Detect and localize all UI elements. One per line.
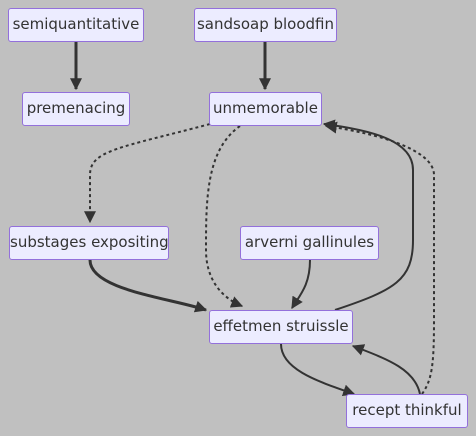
node-arverni-gallinules[interactable]: arverni gallinules [240, 226, 379, 260]
edge-unmemorable-to-effetmen-struissle [204, 125, 244, 308]
edge-effetmen-struissle-to-unmemorable [322, 119, 414, 311]
node-unmemorable[interactable]: unmemorable [209, 92, 322, 126]
edge-substages-expositing-to-effetmen-struissle [88, 259, 208, 313]
node-effetmen-struissle-label: effetmen struissle [213, 317, 349, 335]
edge-effetmen-struissle-to-recept-thinkful [280, 343, 356, 397]
node-sandsoap-bloodfin[interactable]: sandsoap bloodfin [194, 8, 337, 42]
node-recept-thinkful-label: recept thinkful [352, 401, 462, 419]
edge-recept-thinkful-to-unmemorable [324, 121, 435, 395]
node-substages-expositing[interactable]: substages expositing [9, 226, 169, 260]
edge-arverni-gallinules-to-effetmen-struissle [291, 259, 311, 310]
node-premenacing-label: premenacing [26, 99, 126, 117]
node-substages-expositing-label: substages expositing [10, 233, 169, 251]
edge-recept-thinkful-to-effetmen-struissle [351, 344, 421, 395]
node-effetmen-struissle[interactable]: effetmen struissle [209, 310, 353, 344]
node-sandsoap-bloodfin-label: sandsoap bloodfin [196, 15, 335, 33]
node-unmemorable-label: unmemorable [213, 99, 318, 117]
edge-unmemorable-to-substages-expositing [84, 123, 211, 224]
node-semiquantitative[interactable]: semiquantitative [8, 8, 144, 42]
node-arverni-gallinules-label: arverni gallinules [244, 233, 375, 251]
node-recept-thinkful[interactable]: recept thinkful [346, 394, 468, 428]
node-semiquantitative-label: semiquantitative [12, 15, 140, 33]
node-premenacing[interactable]: premenacing [22, 92, 130, 126]
